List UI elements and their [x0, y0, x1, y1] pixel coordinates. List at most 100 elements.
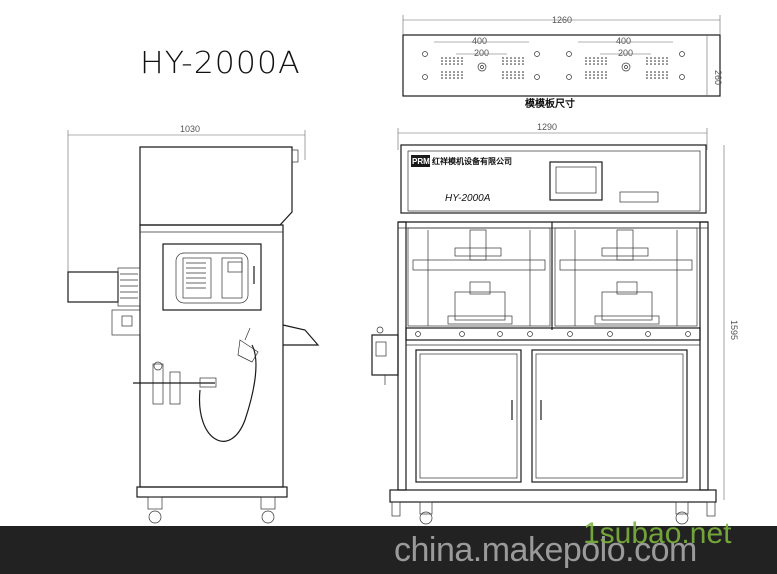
side-width-label: 1030 [180, 124, 200, 134]
plate-hole-dot [445, 71, 447, 73]
plate-hole-dot [601, 71, 603, 73]
work-table [405, 327, 701, 341]
plate-hole-dot [658, 63, 660, 65]
plate-spacing-left-small: 200 [474, 48, 489, 58]
plate-hole-dot [514, 77, 516, 79]
plate-hole-dot [589, 77, 591, 79]
plate-hole-dot [441, 60, 443, 62]
plate-hole-dot [514, 74, 516, 76]
plate-hole-dot [601, 60, 603, 62]
press-station-left [407, 227, 551, 327]
plate-hole-dot [662, 63, 664, 65]
plate-hole-dot [646, 63, 648, 65]
plate-hole-dot [453, 60, 455, 62]
plate-hole-dot [662, 74, 664, 76]
plate-hole-dot [449, 77, 451, 79]
plate-hole-dot [441, 74, 443, 76]
side-motor [67, 271, 119, 303]
plate-hole-dot [510, 63, 512, 65]
plate-hole-dot [654, 77, 656, 79]
plate-hole-dot [646, 74, 648, 76]
plate-hole-dot [457, 71, 459, 73]
plate-hole-dot [666, 57, 668, 59]
plate-hole-dot [597, 71, 599, 73]
front-width-label: 1290 [537, 122, 557, 132]
plate-hole-dot [514, 71, 516, 73]
plate-diagram: 1260 400 200 400 200 260 [402, 15, 723, 97]
plate-hole-dot [585, 77, 587, 79]
plate-hole-dot [654, 71, 656, 73]
plate-hole-dot [605, 71, 607, 73]
nameplate [619, 191, 659, 203]
plate-hole-dot [650, 60, 652, 62]
plate-hole-dot [597, 63, 599, 65]
plate-hole-dot [514, 60, 516, 62]
front-base [389, 489, 717, 503]
plate-hole-dot [461, 71, 463, 73]
plate-hole-dot [522, 74, 524, 76]
plate-hole-dot [518, 63, 520, 65]
plate-hole-dot [506, 71, 508, 73]
plate-hole-dot [441, 63, 443, 65]
plate-hole-dot [597, 77, 599, 79]
plate-hole-dot [605, 60, 607, 62]
plate-spacing-right-small: 200 [618, 48, 633, 58]
plate-hole-dot [441, 77, 443, 79]
plate-hole-dot [522, 57, 524, 59]
plate-hole-dot [585, 71, 587, 73]
plate-hole-dot [658, 74, 660, 76]
plate-hole-dot [441, 71, 443, 73]
plate-hole-dot [666, 71, 668, 73]
plate-hole-dot [502, 63, 504, 65]
front-view: 1290 1595 PRM 红祥模机设备有限公司 HY-2000A [371, 122, 739, 525]
plate-hole-dot [506, 77, 508, 79]
plate-height-label: 260 [713, 70, 723, 85]
plate-hole-dot [589, 63, 591, 65]
plate-hole-dot [445, 57, 447, 59]
plate-hole-dot [457, 60, 459, 62]
plate-hole-dot [518, 60, 520, 62]
plate-hole-dot [441, 57, 443, 59]
press-station-right [554, 227, 698, 327]
plate-hole-dot [585, 74, 587, 76]
plate-hole-dot [449, 63, 451, 65]
plate-hole-dot [522, 63, 524, 65]
side-air-hose [198, 344, 257, 442]
front-header-panel [400, 144, 707, 214]
plate-hole-dot [453, 74, 455, 76]
plate-hole-dot [601, 63, 603, 65]
plate-hole-dot [601, 77, 603, 79]
plate-hole-dot [585, 57, 587, 59]
plate-hole-dot [597, 74, 599, 76]
plate-hole-dot [461, 63, 463, 65]
plate-hole-dot [646, 60, 648, 62]
plate-hole-dot [502, 77, 504, 79]
plate-hole-dot [650, 74, 652, 76]
plate-hole-dot [506, 63, 508, 65]
plate-hole-dot [589, 71, 591, 73]
plate-hole-dot [666, 74, 668, 76]
plate-hole-dot [502, 74, 504, 76]
plate-hole-dot [654, 63, 656, 65]
plate-hole-dot [666, 77, 668, 79]
plate-hole-dot [449, 60, 451, 62]
plate-hole-dot [601, 74, 603, 76]
plate-hole-dot [518, 77, 520, 79]
plate-hole-dot [453, 57, 455, 59]
plate-hole-dot [662, 60, 664, 62]
side-view: 1030 [67, 124, 320, 524]
plate-hole-dot [654, 74, 656, 76]
plate-hole-dot [666, 63, 668, 65]
plate-hole-dot [461, 77, 463, 79]
plate-hole-dot [658, 77, 660, 79]
plate-caption: 模模板尺寸 [525, 99, 575, 110]
plate-hole-dot [445, 74, 447, 76]
plate-hole-dot [589, 60, 591, 62]
plate-hole-dot [510, 57, 512, 59]
plate-hole-dot [593, 71, 595, 73]
plate-spacing-left-large: 400 [472, 36, 487, 46]
side-base [136, 486, 288, 498]
front-height-label: 1595 [729, 320, 739, 340]
plate-hole-dot [662, 77, 664, 79]
plate-hole-dot [457, 57, 459, 59]
